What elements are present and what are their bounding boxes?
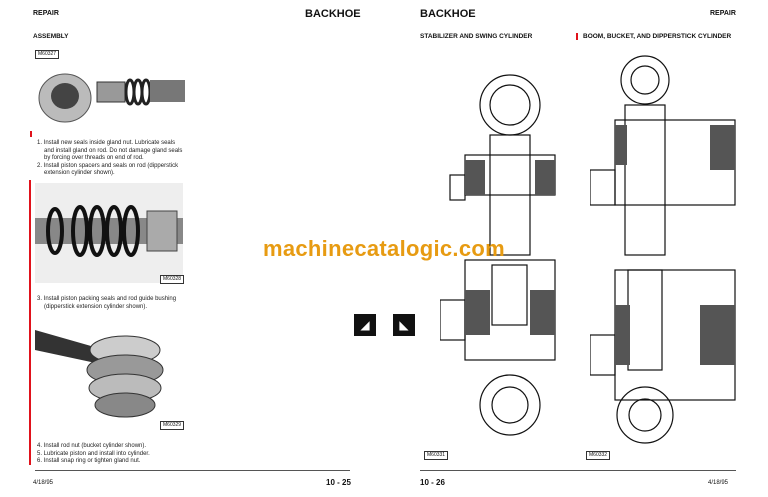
page-number: 10 - 25 [326, 478, 351, 487]
step-text: by forcing over threads on end of rod. [44, 155, 144, 161]
steps-1-2: 1. Install new seals inside gland nut. L… [37, 140, 237, 178]
change-bar [29, 180, 31, 465]
section-stabilizer: STABILIZER AND SWING CYLINDER [420, 33, 533, 40]
change-marker [576, 33, 578, 40]
step-text: 3. Install piston packing seals and rod … [37, 296, 177, 302]
step-text: 1. Install new seals inside gland nut. L… [37, 140, 176, 146]
bucket-curl-symbol-icon: ◣ [393, 314, 415, 336]
photo-piston-seals [35, 183, 183, 283]
steps-4-6: 4. Install rod nut (bucket cylinder show… [37, 443, 237, 466]
step-text: 6. Install snap ring or tighten gland nu… [37, 458, 141, 464]
watermark: machinecatalogic.com [263, 236, 505, 261]
change-marker [30, 131, 32, 137]
footer-date: 4/18/95 [33, 480, 54, 486]
footer-date: 4/18/95 [708, 480, 729, 486]
step-text: extension cylinder shown). [44, 170, 115, 176]
stabilizer-cylinder-drawing [440, 74, 556, 436]
header-backhoe: BACKHOE [420, 8, 476, 20]
footer-rule [35, 470, 350, 471]
header-repair: REPAIR [710, 10, 736, 17]
page-number: 10 - 26 [420, 478, 445, 487]
figure-label: M60328 [160, 275, 185, 284]
section-title: ASSEMBLY [33, 33, 69, 40]
step-text: 4. Install rod nut (bucket cylinder show… [37, 443, 147, 449]
step-text: 2. Install piston spacers and seals on r… [37, 162, 179, 169]
footer-rule [420, 470, 736, 471]
header-backhoe: BACKHOE [305, 8, 361, 20]
step-text: 5. Lubricate piston and install into cyl… [37, 450, 150, 457]
photo-gland-nut [38, 73, 185, 123]
step-text: (dipperstick extension cylinder shown). [44, 303, 148, 310]
boom-cylinder-drawing [590, 55, 736, 444]
photo-piston-packing [35, 330, 164, 418]
step-3: 3. Install piston packing seals and rod … [37, 296, 237, 311]
figure-label: M60331 [424, 451, 449, 460]
section-boom: BOOM, BUCKET, AND DIPPERSTICK CYLINDER [583, 33, 732, 40]
bucket-symbol-icon: ◢ [354, 314, 376, 336]
figure-label: M60332 [586, 451, 611, 460]
figure-label: M60329 [160, 421, 185, 430]
step-text: and install gland on rod. Do not damage … [44, 147, 183, 154]
header-repair: REPAIR [33, 10, 59, 17]
figure-label: M60327 [35, 50, 60, 59]
